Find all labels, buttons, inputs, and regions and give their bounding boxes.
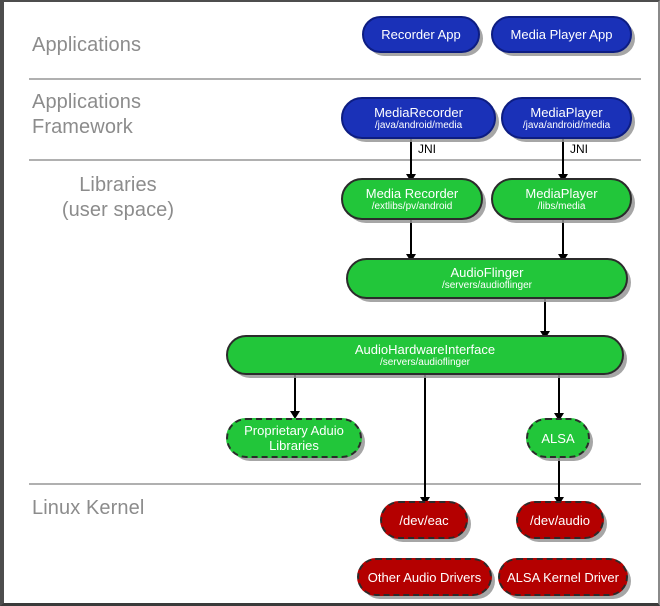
jni-label-left: JNI — [418, 142, 436, 156]
connector-ahi-to-dev-eac — [424, 375, 426, 501]
node-recorder-app-title: Recorder App — [381, 27, 461, 42]
node-proprietary-audio-libraries-title: Proprietary Aduio — [244, 423, 344, 438]
divider-libraries — [29, 483, 641, 485]
divider-applications — [29, 78, 641, 80]
node-audioflinger[interactable]: AudioFlinger /servers/audioflinger — [346, 258, 628, 299]
arrowhead-alsa — [554, 413, 564, 421]
connector-alsa-to-dev-audio — [558, 458, 560, 501]
connector-audioflinger-to-audiohardwareinterface — [544, 299, 546, 335]
node-mediaplayer-framework-path: /java/android/media — [522, 119, 611, 131]
node-dev-eac-title: /dev/eac — [399, 512, 449, 528]
node-alsa-kernel-driver-title: ALSA Kernel Driver — [507, 569, 619, 585]
node-other-audio-drivers[interactable]: Other Audio Drivers — [357, 558, 492, 596]
connector-ahi-to-alsa — [558, 375, 560, 417]
layer-label-libraries: Libraries (user space) — [61, 174, 175, 221]
node-media-player-app[interactable]: Media Player App — [491, 16, 632, 53]
connector-mediarecorder-to-media-recorder — [410, 139, 412, 178]
node-dev-eac[interactable]: /dev/eac — [380, 501, 468, 539]
node-alsa-kernel-driver[interactable]: ALSA Kernel Driver — [498, 558, 628, 596]
connector-mediaplayer-to-mediaplayer-lib — [562, 139, 564, 178]
node-alsa[interactable]: ALSA — [526, 418, 590, 458]
node-proprietary-audio-libraries-title-line2: Libraries — [269, 438, 319, 453]
node-mediaplayer-framework[interactable]: MediaPlayer /java/android/media — [501, 97, 632, 139]
connector-ahi-to-proprietary-libraries — [294, 375, 296, 415]
node-media-player-app-title: Media Player App — [510, 27, 613, 42]
connector-media-recorder-to-audioflinger — [410, 220, 412, 258]
node-mediarecorder-framework-path: /java/android/media — [374, 119, 463, 131]
arrowhead-proprietary-libraries — [290, 411, 300, 419]
node-mediaplayer-lib-path: /libs/media — [537, 200, 586, 212]
node-mediarecorder-framework-title: MediaRecorder — [374, 104, 463, 120]
layer-label-applications: Applications — [32, 34, 142, 56]
layer-label-applications-framework: Applications Framework — [32, 91, 142, 138]
jni-label-right: JNI — [570, 142, 588, 156]
node-audiohardwareinterface-title: AudioHardwareInterface — [354, 341, 496, 357]
node-mediaplayer-framework-title: MediaPlayer — [530, 104, 603, 120]
node-audiohardwareinterface[interactable]: AudioHardwareInterface /servers/audiofli… — [226, 335, 624, 375]
layer-label-linux-kernel: Linux Kernel — [32, 497, 145, 519]
node-audioflinger-path: /servers/audioflinger — [441, 280, 533, 291]
connector-mediaplayer-lib-to-audioflinger — [562, 220, 564, 258]
node-media-recorder-lib-title: Media Recorder — [365, 185, 459, 201]
node-mediaplayer-lib[interactable]: MediaPlayer /libs/media — [491, 178, 632, 220]
node-proprietary-audio-libraries[interactable]: Proprietary Aduio Libraries — [226, 418, 362, 458]
node-dev-audio-title: /dev/audio — [530, 512, 590, 528]
node-audiohardwareinterface-path: /servers/audioflinger — [379, 356, 471, 368]
divider-applications-framework — [29, 159, 641, 161]
node-media-recorder-lib[interactable]: Media Recorder /extlibs/pv/android — [341, 178, 483, 220]
node-dev-audio[interactable]: /dev/audio — [516, 501, 604, 539]
node-other-audio-drivers-title: Other Audio Drivers — [367, 569, 482, 585]
node-media-recorder-lib-path: /extlibs/pv/android — [371, 200, 453, 212]
node-mediaplayer-lib-title: MediaPlayer — [525, 185, 598, 201]
node-audioflinger-title: AudioFlinger — [450, 265, 524, 280]
node-recorder-app[interactable]: Recorder App — [362, 16, 480, 53]
node-mediarecorder-framework[interactable]: MediaRecorder /java/android/media — [341, 97, 496, 139]
node-alsa-title: ALSA — [541, 430, 575, 446]
